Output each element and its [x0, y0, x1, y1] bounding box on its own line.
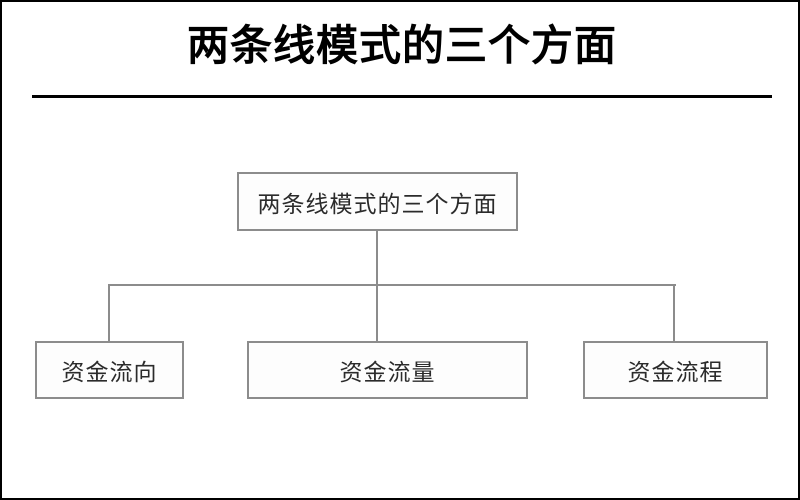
diagram-node-root-label: 两条线模式的三个方面 [257, 191, 498, 218]
diagram-node-child-2[interactable]: 资金流量 [247, 341, 528, 399]
title-divider [32, 95, 772, 98]
diagram-node-child-3-label: 资金流程 [627, 360, 724, 386]
diagram-node-child-3[interactable]: 资金流程 [583, 341, 768, 399]
diagram-node-root[interactable]: 两条线模式的三个方面 [237, 172, 518, 231]
connector-root-stem [376, 231, 378, 285]
connector-drop-child-2 [376, 284, 378, 341]
connector-drop-child-3 [673, 284, 675, 341]
connector-horizontal-bus [109, 284, 676, 286]
diagram-node-child-1-label: 资金流向 [61, 360, 158, 386]
diagram-node-child-1[interactable]: 资金流向 [35, 341, 184, 399]
connector-drop-child-1 [108, 284, 110, 341]
diagram-node-child-2-label: 资金流量 [339, 360, 436, 386]
page-title: 两条线模式的三个方面 [186, 21, 617, 70]
